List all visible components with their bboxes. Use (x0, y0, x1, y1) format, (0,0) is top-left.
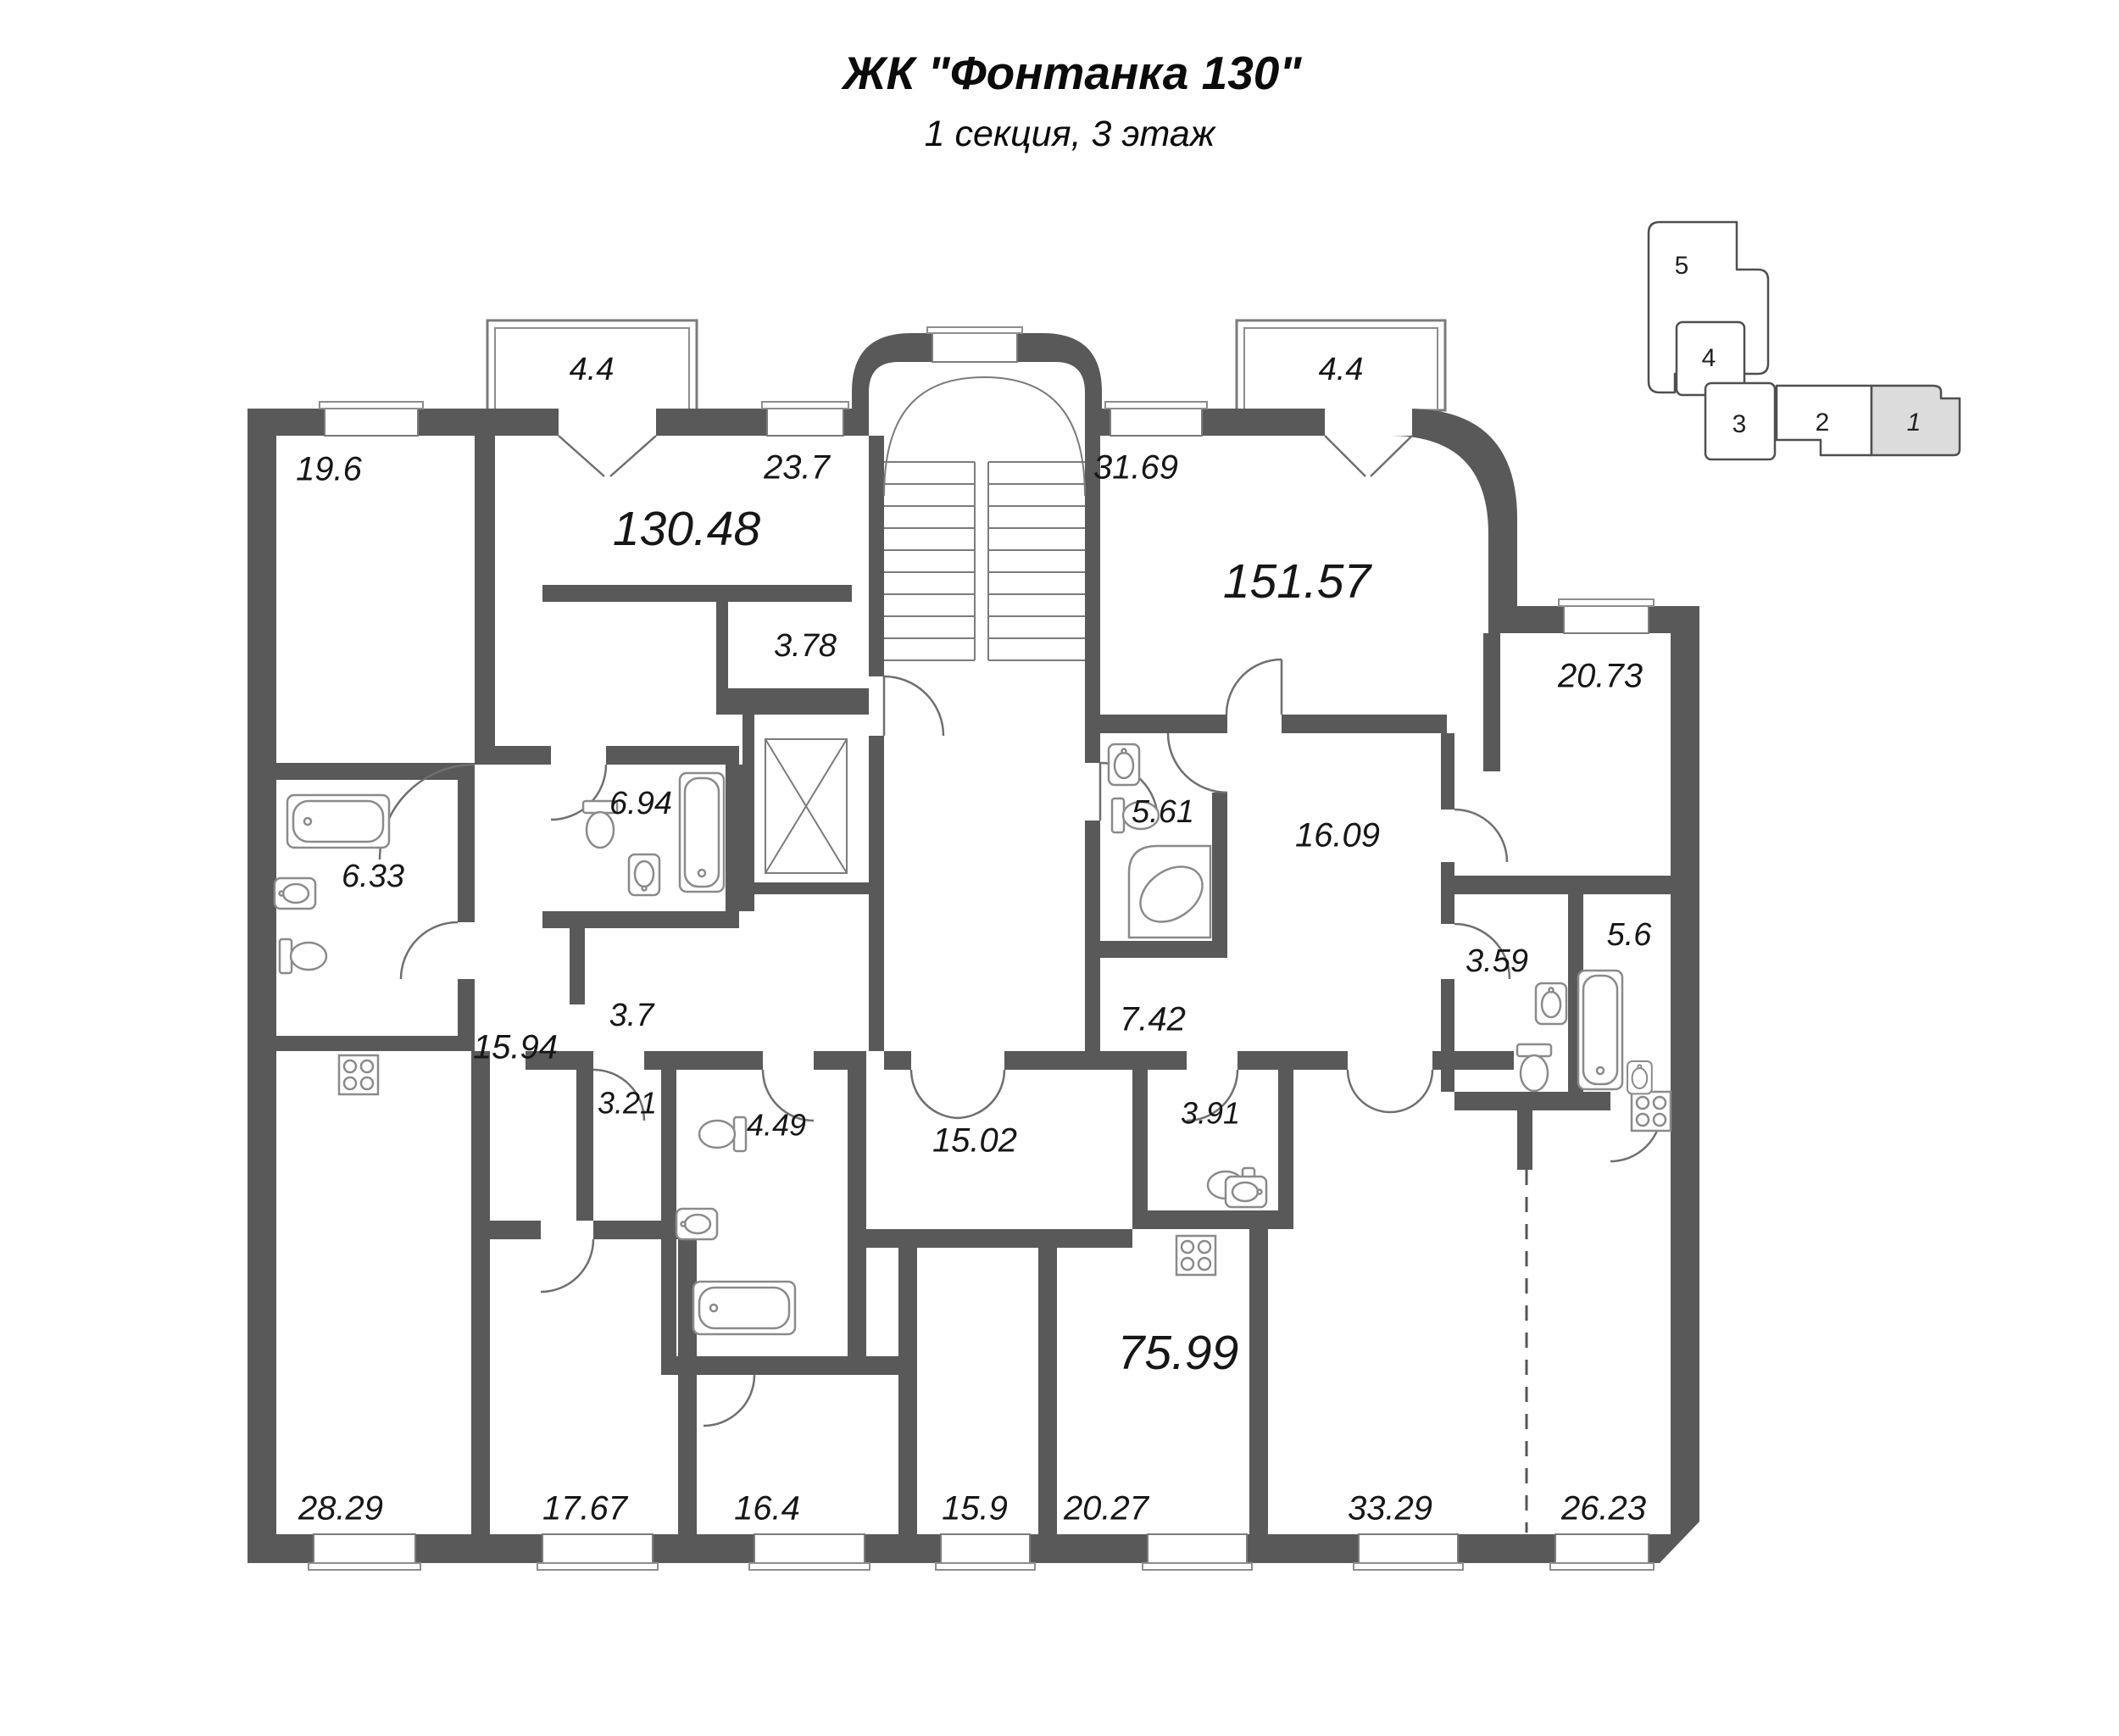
room-area-label: 31.69 (1093, 449, 1178, 487)
toilet-icon (698, 1116, 748, 1153)
elevator (765, 738, 848, 874)
room-area-label: 6.33 (342, 859, 404, 894)
balcony-area-label: 4.4 (570, 352, 615, 387)
room-area-label: 15.02 (932, 1122, 1017, 1160)
room-area-label: 15.9 (942, 1490, 1008, 1527)
bathtub-icon (286, 793, 391, 849)
sink-icon (273, 876, 317, 910)
keyplan-section-label: 4 (1702, 344, 1716, 372)
sink-icon (1107, 743, 1141, 787)
room-area-label: 7.42 (1120, 1001, 1186, 1038)
sink-icon (1224, 1175, 1268, 1209)
room-area-label: 23.7 (763, 449, 831, 487)
staircase (883, 376, 1086, 661)
room-area-label: 3.21 (598, 1086, 657, 1121)
room-area-label: 28.29 (298, 1490, 383, 1527)
keyplan-section-3[interactable] (1704, 381, 1777, 461)
toilet-icon (278, 938, 328, 975)
apartment-total-label: 130.48 (613, 502, 761, 556)
stove-icon (1630, 1090, 1672, 1132)
room-area-label: 3.78 (774, 628, 837, 664)
page-subtitle: 1 секция, 3 этаж (925, 114, 1217, 154)
room-area-label: 26.23 (1560, 1490, 1646, 1527)
room-area-label: 19.6 (296, 451, 363, 488)
key-plan: 5 4 3 2 1 (1647, 220, 1961, 461)
sink-icon (1534, 982, 1568, 1026)
sink-icon (1626, 1060, 1653, 1095)
keyplan-section-label: 5 (1675, 252, 1689, 280)
room-area-label: 3.59 (1466, 943, 1528, 979)
room-area-label: 6.94 (609, 786, 672, 821)
room-area-label: 4.49 (747, 1108, 806, 1143)
partition-walls (276, 436, 1671, 1534)
room-area-label: 20.27 (1063, 1490, 1150, 1527)
room-area-label: 17.67 (542, 1490, 629, 1527)
room-area-label: 33.29 (1348, 1490, 1432, 1527)
apartment-total-label: 75.99 (1118, 1326, 1239, 1380)
room-area-label: 16.4 (734, 1490, 800, 1527)
sink-icon (627, 853, 661, 897)
keyplan-section-1[interactable] (1870, 384, 1961, 457)
keyplan-section-label: 3 (1732, 410, 1747, 438)
stove-icon (337, 1054, 380, 1096)
page-title: ЖК "Фонтанка 130" (841, 47, 1303, 99)
keyplan-section-label-highlighted: 1 (1907, 409, 1922, 437)
toilet-icon (1516, 1043, 1553, 1093)
windows (308, 326, 1655, 1571)
bathtub-icon (678, 771, 726, 893)
room-area-label: 15.94 (473, 1029, 558, 1066)
keyplan-section-label: 2 (1816, 409, 1830, 437)
sink-icon (675, 1207, 719, 1241)
bathtub-icon (692, 1280, 797, 1336)
room-area-label: 3.7 (609, 998, 656, 1033)
room-area-label: 3.91 (1181, 1096, 1240, 1131)
room-area-label: 5.61 (1132, 794, 1194, 830)
balcony-area-label: 4.4 (1319, 352, 1364, 387)
room-area-label: 16.09 (1295, 817, 1380, 854)
room-area-label: 5.6 (1607, 917, 1653, 953)
stove-icon (1175, 1234, 1217, 1277)
apartment-total-label: 151.57 (1223, 554, 1373, 609)
bathtub-icon (1577, 969, 1624, 1091)
corner-bathtub-icon (1127, 844, 1212, 939)
room-area-label: 20.73 (1557, 658, 1643, 695)
sanitary-fixtures (273, 743, 1672, 1336)
